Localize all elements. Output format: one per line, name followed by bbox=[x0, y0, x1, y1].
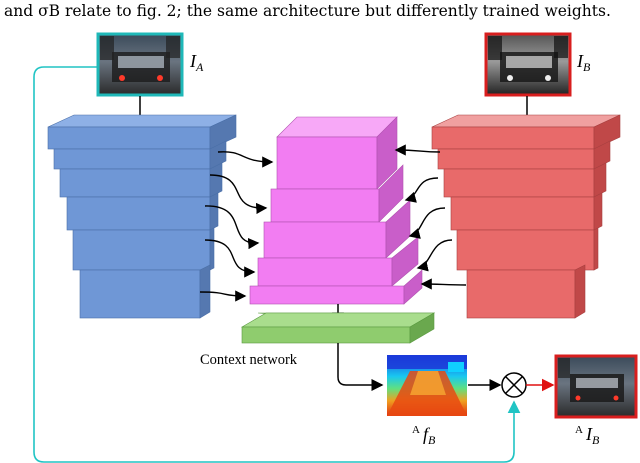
encoder-b bbox=[431, 114, 621, 319]
encoder-a bbox=[47, 114, 237, 319]
caption-text: and σB relate to fig. 2; the same archit… bbox=[4, 2, 611, 20]
input-image-a bbox=[96, 32, 184, 97]
context-network bbox=[240, 312, 436, 344]
input-image-b bbox=[484, 32, 572, 97]
context-network-label: Context network bbox=[200, 352, 298, 368]
arrow-context-flow bbox=[337, 343, 384, 391]
skip-arrows-b bbox=[394, 144, 467, 290]
input-a-label: IA bbox=[189, 51, 204, 74]
skip-arrow-a bbox=[33, 66, 521, 463]
skip-arrows-a bbox=[199, 151, 274, 302]
circled-times-icon bbox=[501, 372, 527, 398]
flow-output-image bbox=[387, 355, 467, 416]
input-b-label: IB bbox=[576, 51, 591, 74]
decoder bbox=[249, 116, 423, 305]
warped-output-image bbox=[554, 354, 638, 419]
